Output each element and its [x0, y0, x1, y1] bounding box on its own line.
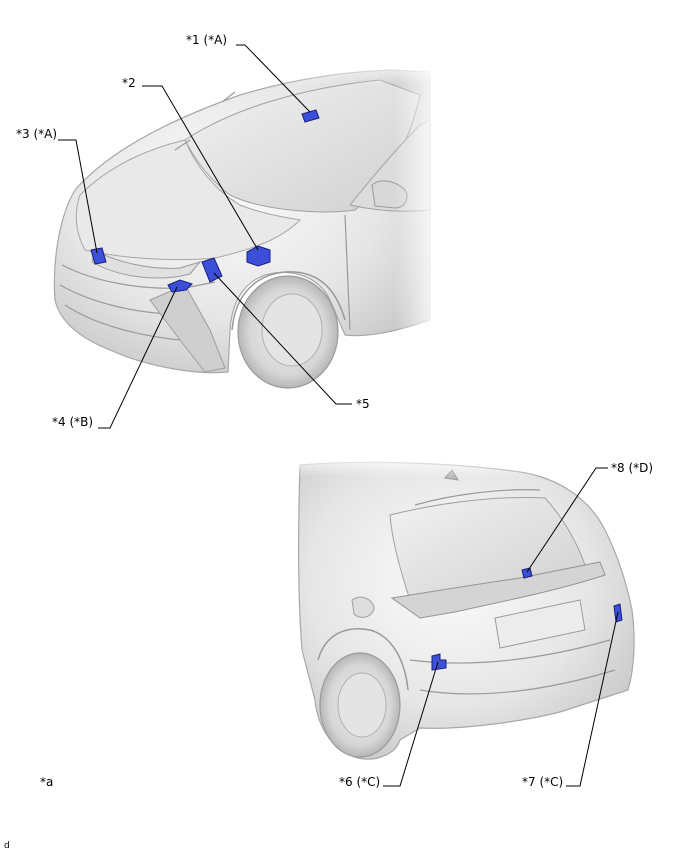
leader-1	[236, 44, 311, 113]
leader-7	[566, 611, 619, 787]
component-8-camera	[521, 567, 533, 579]
leader-4	[98, 286, 178, 429]
leader-2	[142, 85, 259, 251]
callout-5: *5	[356, 397, 370, 411]
callout-3: *3 (*A)	[16, 127, 57, 141]
leader-5	[213, 272, 352, 405]
leader-3	[58, 139, 98, 254]
callout-7: *7 (*C)	[522, 775, 563, 789]
callout-8: *8 (*D)	[611, 461, 653, 475]
callout-labels: *1 (*A) *2 *3 (*A) *4 (*B) *5 *6 (*C) *7…	[4, 33, 653, 851]
note-label: *a	[40, 775, 53, 789]
component-1-sensor	[301, 109, 320, 123]
leader-6	[383, 661, 439, 787]
leader-lines	[58, 44, 619, 787]
callout-2: *2	[122, 76, 136, 90]
leader-8	[526, 467, 608, 573]
component-3-sensor	[90, 247, 107, 265]
component-6-sensor	[431, 653, 447, 671]
component-4-sensor	[167, 279, 193, 293]
callout-4: *4 (*B)	[52, 415, 93, 429]
callout-1: *1 (*A)	[186, 33, 227, 47]
callout-6: *6 (*C)	[339, 775, 380, 789]
front-vehicle-illustration	[53, 60, 440, 389]
corner-mark: d	[4, 841, 10, 851]
component-2-sensor	[246, 245, 271, 267]
